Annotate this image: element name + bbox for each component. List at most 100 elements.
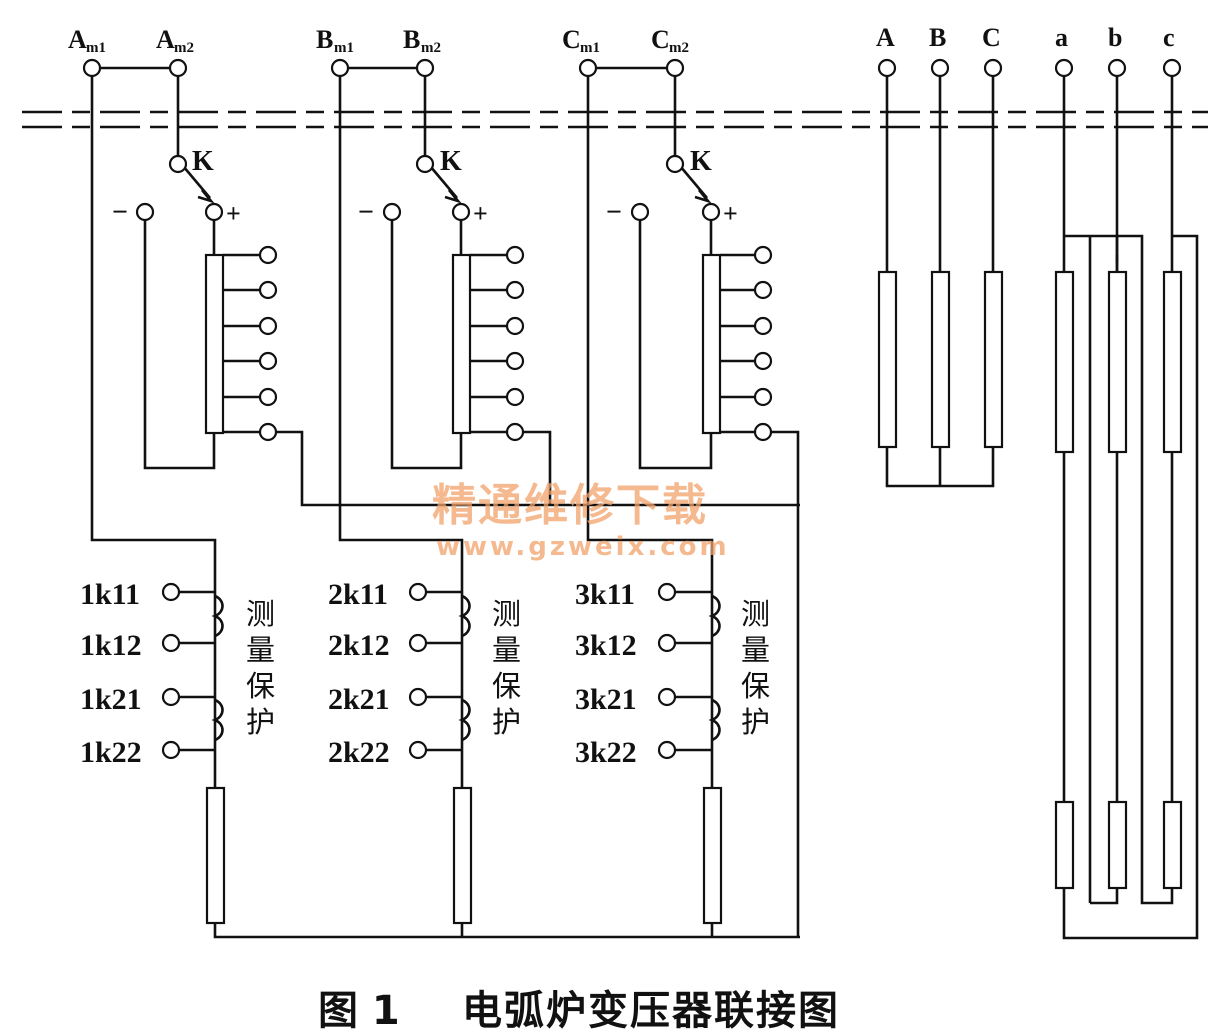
minus-label-b: − [358,197,374,228]
label-a-main: A [68,25,87,54]
output-label-b: b [1108,23,1122,52]
switch-k-label-b: K [440,146,462,177]
ct-1k21: 1k21 [80,683,142,716]
ct-3k21: 3k21 [575,683,637,716]
terminal-node [505,245,525,265]
terminal-node [701,202,721,222]
ct2-char-2: 量 [492,633,521,667]
ct-2k22: 2k22 [328,736,390,769]
terminal-node [161,582,181,602]
caption-title: 电弧炉变压器联接图 [462,988,840,1034]
terminal-node [415,154,435,174]
output-label-c: c [1163,23,1175,52]
switch-k-label-a: K [192,146,214,177]
terminal-node [665,154,685,174]
terminal-node [1054,58,1074,78]
terminal-node [753,387,773,407]
terminal-nodes [82,58,1182,760]
terminal-node [82,58,102,78]
label-b-m2-sub: m2 [421,40,441,56]
terminal-node [408,687,428,707]
terminal-node [204,202,224,222]
minus-label-c: − [606,197,622,228]
label-a-m1-sub: m1 [86,40,106,56]
primary-winding-group [877,68,1004,488]
label-b-m1-sub: m1 [334,40,354,56]
ct-terminal-labels: 1k11 1k12 1k21 1k22 2k11 2k12 2k21 2k22 … [80,578,637,769]
label-b-main: B [316,25,333,54]
terminal-node [168,58,188,78]
terminal-node [382,202,402,222]
terminal-node [505,280,525,300]
output-label-a: a [1055,23,1068,52]
terminal-node [665,58,685,78]
output-label-A: A [876,23,895,52]
ct3-char-4: 护 [741,705,770,739]
ct-2k11: 2k11 [328,578,388,611]
figure-caption: 图 1 电弧炉变压器联接图 [318,988,840,1034]
ct1-char-4: 护 [246,705,275,739]
terminal-node [451,202,471,222]
ct2-char-1: 测 [492,597,521,631]
terminal-node [258,422,278,442]
label-a-m2-sub: m2 [174,40,194,56]
switch-labels: K K K − + − + − + [112,146,738,228]
terminal-node [657,687,677,707]
label-c-main: C [562,25,581,54]
ct-1k22: 1k22 [80,736,142,769]
terminal-node [168,154,188,174]
ct2-char-3: 保 [492,669,521,703]
terminal-node [753,316,773,336]
label-c-m1-sub: m1 [580,40,600,56]
terminal-node [753,351,773,371]
phase-c-circuit [586,66,800,937]
plus-label-c: + [723,199,738,228]
ct1-char-1: 测 [246,597,275,631]
phase-b-circuit [338,66,552,937]
ct1-char-3: 保 [246,669,275,703]
terminal-node [258,316,278,336]
top-terminal-labels: A m1 A m2 B m1 B m2 C m1 C m2 A B C a b … [68,23,1175,56]
ct2-char-4: 护 [492,705,521,739]
watermark: 精通维修下载 www.gzweix.com [432,480,730,562]
terminal-node [161,633,181,653]
ct1-char-2: 量 [246,633,275,667]
watermark-line-2: www.gzweix.com [436,532,730,562]
terminal-node [408,633,428,653]
ct3-char-3: 保 [741,669,770,703]
terminal-node [258,245,278,265]
terminal-node [330,58,350,78]
ct-3k22: 3k22 [575,736,637,769]
terminal-node [657,582,677,602]
output-label-B: B [929,23,946,52]
terminal-node [877,58,897,78]
label-a-main-2: A [156,25,175,54]
ct3-char-1: 测 [741,597,770,631]
terminal-node [657,633,677,653]
ct-3k11: 3k11 [575,578,635,611]
ct-1k12: 1k12 [80,629,142,662]
terminal-node [983,58,1003,78]
terminal-node [505,316,525,336]
label-c-m2-sub: m2 [669,40,689,56]
ct-3k12: 3k12 [575,629,637,662]
ct-purpose-labels: 测 量 保 护 测 量 保 护 测 量 保 护 [246,597,770,739]
label-c-main-2: C [651,25,670,54]
plus-label-b: + [473,199,488,228]
terminal-node [753,422,773,442]
output-label-C: C [982,23,1001,52]
terminal-node [753,245,773,265]
terminal-node [408,740,428,760]
terminal-node [258,280,278,300]
terminal-node [578,58,598,78]
ct-2k12: 2k12 [328,629,390,662]
terminal-node [415,58,435,78]
terminal-node [135,202,155,222]
terminal-node [1162,58,1182,78]
plus-label-a: + [226,199,241,228]
terminal-node [657,740,677,760]
ct-2k21: 2k21 [328,683,390,716]
terminal-node [505,422,525,442]
